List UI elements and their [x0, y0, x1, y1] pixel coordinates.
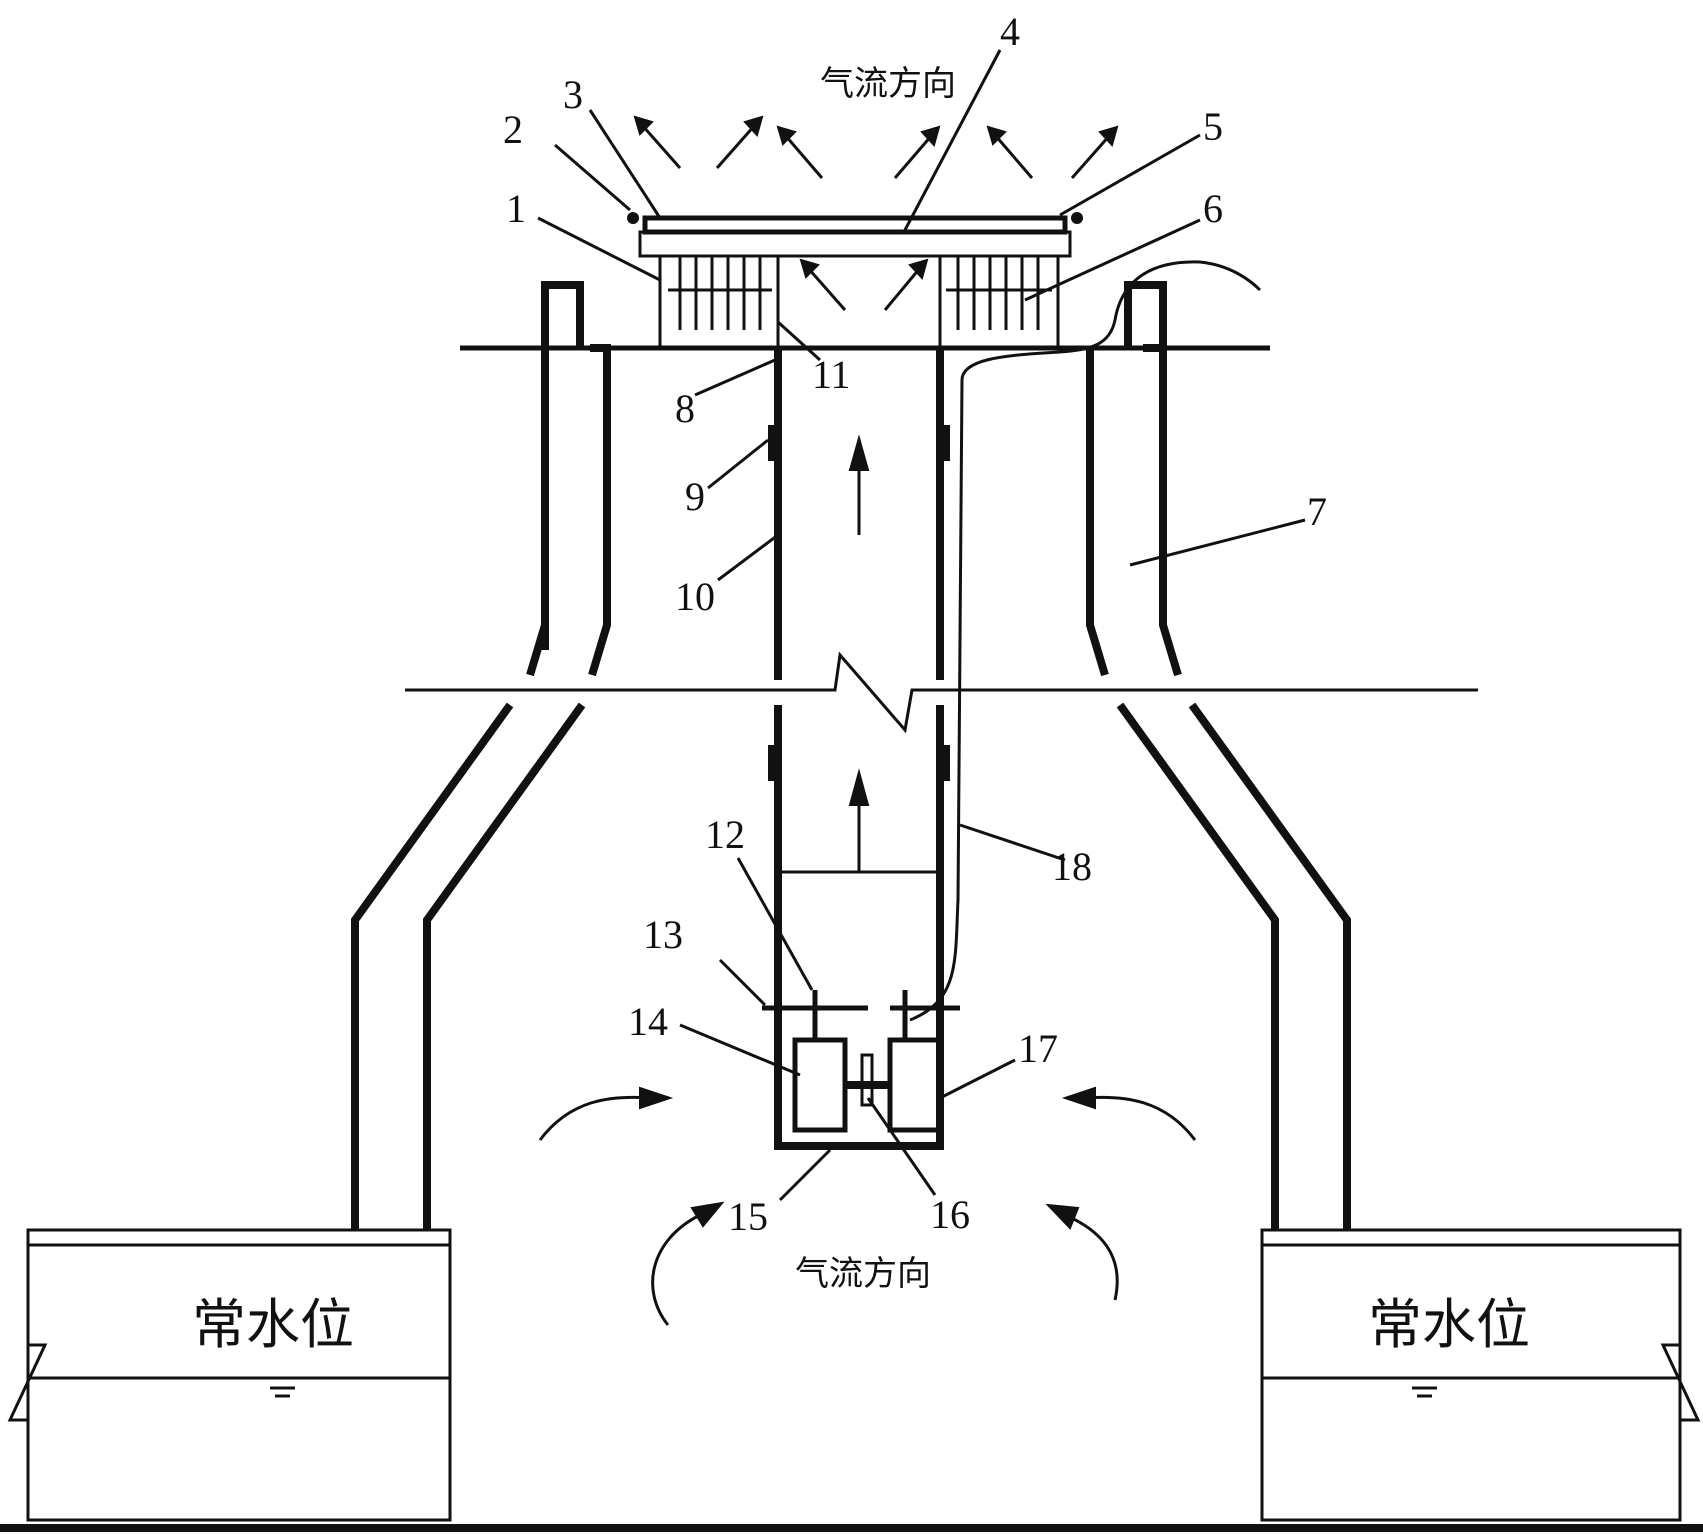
airflow-bottom-label: 气流方向 [795, 1254, 931, 1294]
callout-9: 9 [685, 474, 705, 519]
water-body-right [1260, 1228, 1701, 1522]
water-level-left-label: 常水位 [192, 1293, 354, 1356]
callout-13: 13 [643, 912, 683, 957]
airflow-arrows-shaft [848, 434, 870, 830]
callout-3: 3 [563, 72, 583, 117]
leader-lines [537, 49, 1306, 1202]
callout-12: 12 [705, 812, 745, 857]
callout-6: 6 [1203, 186, 1223, 231]
outer-shaft-left [351, 281, 611, 1230]
callout-1: 1 [506, 186, 526, 231]
airflow-top-label: 气流方向 [820, 64, 956, 104]
callout-16: 16 [930, 1192, 970, 1237]
callout-14: 14 [628, 999, 668, 1044]
callout-7: 7 [1307, 489, 1327, 534]
callout-5: 5 [1203, 104, 1223, 149]
callout-4: 4 [1000, 9, 1020, 54]
callout-numbers: 1 2 3 4 5 6 7 8 9 10 11 12 13 14 15 16 1… [503, 9, 1327, 1239]
callout-2: 2 [503, 107, 523, 152]
fan-unit [762, 990, 960, 1133]
right-grille-bars [946, 256, 1052, 330]
outer-shaft-right [1086, 281, 1351, 1230]
airflow-arrows-top [633, 115, 1119, 311]
callout-10: 10 [675, 574, 715, 619]
callout-11: 11 [812, 352, 851, 397]
callout-8: 8 [675, 386, 695, 431]
power-cable [909, 260, 1262, 1022]
airflow-arrows-bottom [538, 1086, 1197, 1326]
left-grille-bars [668, 256, 772, 330]
flange-joints [768, 425, 950, 781]
water-body-left [7, 1228, 452, 1522]
callout-18: 18 [1052, 844, 1092, 889]
top-cap [627, 212, 1083, 350]
callout-17: 17 [1018, 1026, 1058, 1071]
water-level-right-label: 常水位 [1368, 1293, 1530, 1356]
callout-15: 15 [728, 1194, 768, 1239]
